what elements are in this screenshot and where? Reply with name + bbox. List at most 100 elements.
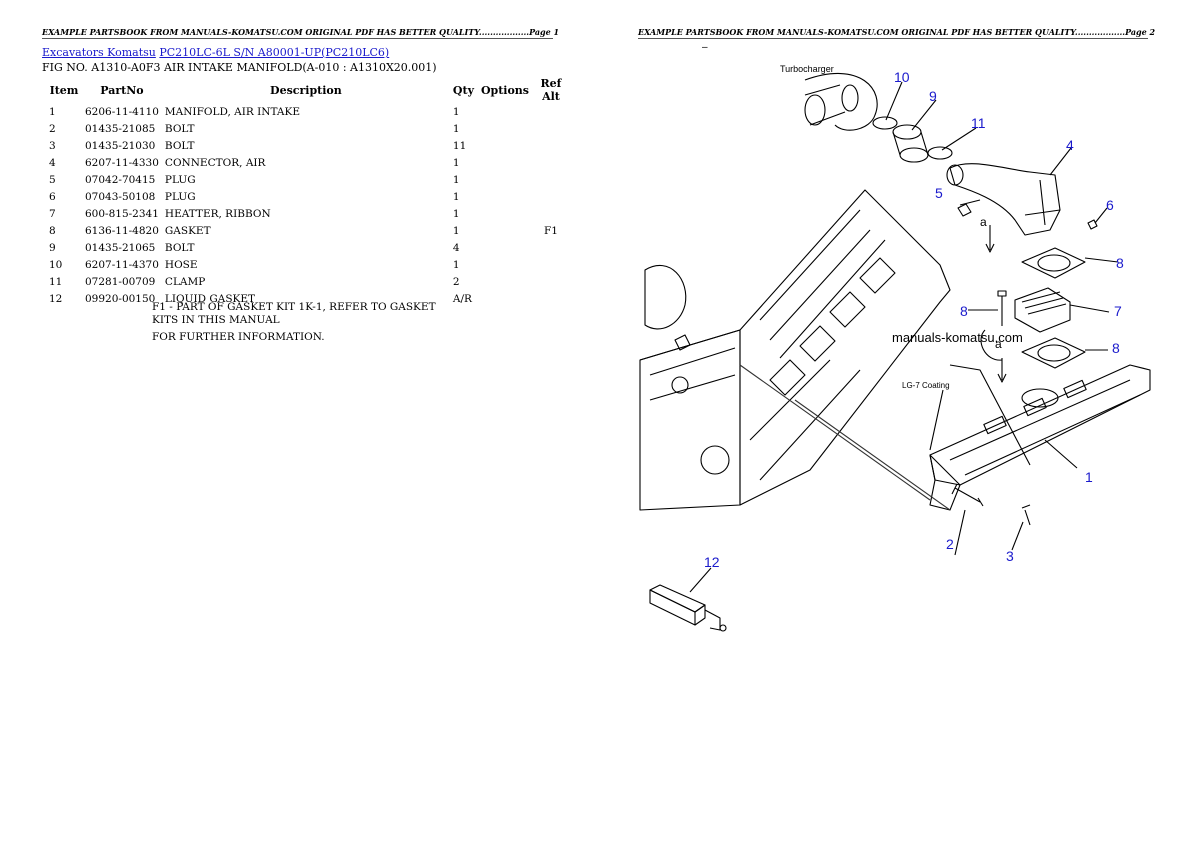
cell-options: [477, 171, 533, 188]
exploded-parts-diagram: Turbocharger LG-7 Coating manuals-komats…: [639, 42, 1151, 632]
cell-options: [477, 290, 533, 307]
cell-refalt: [533, 120, 569, 137]
cell-refalt: [533, 188, 569, 205]
label-arrow-a-lower: a: [995, 337, 1002, 351]
cell-partno: 01435-21065: [85, 241, 156, 254]
cell-options: [477, 188, 533, 205]
gasket-lower-drawing: [1021, 337, 1086, 369]
col-refalt: Ref Alt: [540, 77, 562, 103]
cell-qty: A/R: [452, 292, 472, 305]
callout-11-upper: 10: [894, 69, 910, 85]
col-partno: PartNo: [100, 83, 144, 97]
table-row: 11 07281-00709 CLAMP 2: [42, 273, 569, 290]
cell-item: 4: [49, 156, 56, 169]
cell-refalt: [533, 137, 569, 154]
clamp-upper: [872, 116, 898, 130]
breadcrumb-link-excavators[interactable]: Excavators Komatsu: [42, 46, 156, 59]
cell-qty: 1: [452, 258, 460, 271]
cell-refalt: [533, 239, 569, 256]
callout-7: 7: [1114, 303, 1122, 319]
cell-item: 9: [49, 241, 56, 254]
cell-options: [477, 103, 533, 120]
cell-options: [477, 256, 533, 273]
breadcrumb: Excavators Komatsu PC210LC-6L S/N A80001…: [42, 46, 389, 59]
table-header-row: Item PartNo Description Qty Options Ref …: [42, 77, 569, 103]
cell-options: [477, 273, 533, 290]
liquid-gasket-bead: [980, 329, 1003, 361]
label-turbocharger: Turbocharger: [780, 64, 834, 74]
cell-options: [477, 239, 533, 256]
cell-partno: 01435-21030: [85, 139, 156, 152]
cell-description: HEATTER, RIBBON: [164, 207, 271, 220]
page-header-2: EXAMPLE PARTSBOOK FROM MANUALS-KOMATSU.C…: [638, 27, 1156, 39]
page-header-1: EXAMPLE PARTSBOOK FROM MANUALS-KOMATSU.C…: [42, 27, 560, 39]
cell-partno: 01435-21085: [85, 122, 156, 135]
turbocharger-drawing: [804, 72, 878, 131]
callout-2: 2: [946, 536, 954, 552]
cell-qty: 2: [452, 275, 460, 288]
cell-qty: 1: [452, 190, 460, 203]
cell-item: 6: [49, 190, 56, 203]
label-dash: –: [702, 42, 708, 53]
cell-item: 3: [49, 139, 56, 152]
cell-description: BOLT: [164, 241, 195, 254]
cell-qty: 1: [452, 105, 460, 118]
cell-description: BOLT: [164, 139, 195, 152]
cell-description: PLUG: [164, 190, 196, 203]
cell-refalt: [533, 273, 569, 290]
plug-6-drawing: [1087, 219, 1098, 230]
cell-options: [477, 154, 533, 171]
cell-item: 12: [49, 292, 63, 305]
callout-12: 12: [704, 554, 720, 570]
label-lg7-coating: LG-7 Coating: [902, 381, 950, 390]
watermark-text: manuals-komatsu.com: [892, 330, 1023, 345]
figure-title: FIG NO. A1310-A0F3 AIR INTAKE MANIFOLD(A…: [42, 61, 437, 74]
cell-partno: 6207-11-4330: [85, 156, 159, 169]
cell-item: 11: [49, 275, 63, 288]
cell-refalt: [533, 256, 569, 273]
cell-partno: 07042-70415: [85, 173, 156, 186]
bolt-2-drawing: [951, 483, 984, 507]
cell-partno: 6207-11-4370: [85, 258, 159, 271]
cell-description: MANIFOLD, AIR INTAKE: [164, 105, 300, 118]
callout-8-lower: 8: [1112, 340, 1120, 356]
callout-numbers: 10 9 11 4 5 6 8 8 7 8 1 2 3 12: [704, 69, 1124, 570]
cell-item: 1: [49, 105, 56, 118]
callout-8-upper: 8: [1116, 255, 1124, 271]
callout-9: 8: [960, 303, 968, 319]
cell-partno: 6136-11-4820: [85, 224, 159, 237]
cell-description: LIQUID GASKET: [164, 292, 256, 305]
cell-partno: 07281-00709: [85, 275, 156, 288]
breadcrumb-link-model[interactable]: PC210LC-6L S/N A80001-UP(PC210LC6): [159, 46, 390, 59]
cell-item: 2: [49, 122, 56, 135]
callout-3: 3: [1006, 548, 1014, 564]
ribbon-heater-drawing: [1014, 287, 1071, 333]
cell-qty: 1: [452, 173, 460, 186]
cell-item: 7: [49, 207, 56, 220]
cell-options: [477, 120, 533, 137]
cell-refalt: [533, 171, 569, 188]
cell-qty: 1: [452, 122, 460, 135]
col-description: Description: [270, 83, 342, 97]
callout-5: 5: [935, 185, 943, 201]
plug-5-drawing: [957, 203, 972, 217]
cell-description: PLUG: [164, 173, 196, 186]
cell-description: CLAMP: [164, 275, 206, 288]
cell-description: HOSE: [164, 258, 198, 271]
cell-qty: 11: [452, 139, 467, 152]
cell-refalt: [533, 205, 569, 222]
cell-partno: 07043-50108: [85, 190, 156, 203]
note-line-2: KITS IN THIS MANUAL: [152, 314, 280, 326]
callout-11-lower: 11: [971, 115, 986, 131]
intake-manifold-drawing: [929, 364, 1151, 511]
cell-refalt: F1: [543, 224, 558, 237]
